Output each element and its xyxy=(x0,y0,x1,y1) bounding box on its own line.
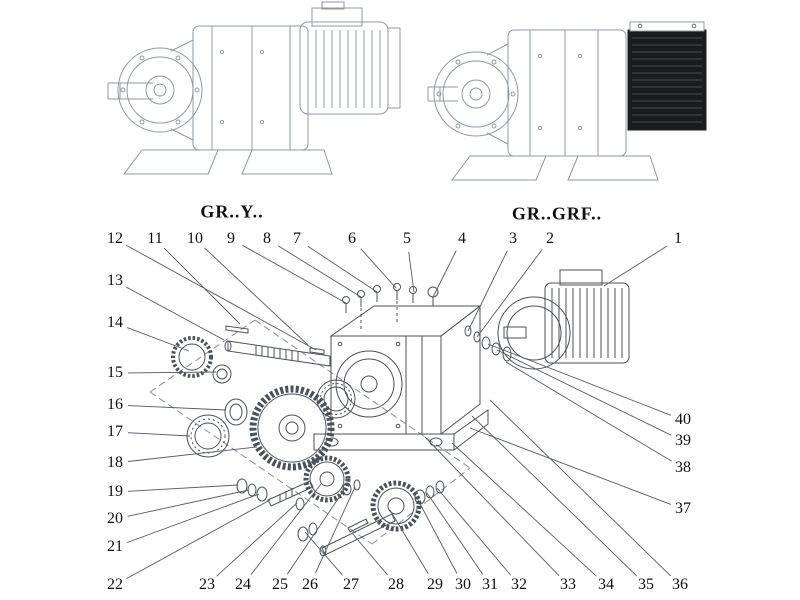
leader-line-32 xyxy=(436,487,511,576)
leader-line-14 xyxy=(127,327,190,352)
callout-3: 3 xyxy=(509,230,517,247)
leader-line-12 xyxy=(126,244,317,351)
callout-4: 4 xyxy=(458,230,466,247)
callout-6: 6 xyxy=(348,230,356,247)
callout-27: 27 xyxy=(343,576,359,593)
callout-37: 37 xyxy=(675,500,691,517)
leader-line-5 xyxy=(408,251,415,293)
leader-line-39 xyxy=(496,349,672,436)
callout-5: 5 xyxy=(403,230,411,247)
callout-21: 21 xyxy=(107,538,123,555)
output-shaft-assembly xyxy=(297,480,445,557)
leader-line-3 xyxy=(467,250,508,332)
leader-line-19 xyxy=(127,484,239,492)
leader-line-6 xyxy=(360,248,397,289)
mounting-base xyxy=(313,409,489,451)
leader-line-36 xyxy=(489,399,672,577)
leader-line-9 xyxy=(242,244,347,304)
leader-line-28 xyxy=(351,532,388,576)
callout-9: 9 xyxy=(227,230,235,247)
callout-20: 20 xyxy=(107,510,123,527)
callout-13: 13 xyxy=(107,272,123,289)
leader-line-30 xyxy=(416,497,458,574)
leader-line-23 xyxy=(216,502,298,577)
callout-39: 39 xyxy=(675,432,691,449)
leader-line-13 xyxy=(126,286,225,341)
leader-line-29 xyxy=(389,509,429,575)
callout-15: 15 xyxy=(107,364,123,381)
gearmotor-left-drawing xyxy=(107,1,401,175)
callout-32: 32 xyxy=(511,576,527,593)
callout-28: 28 xyxy=(388,576,404,593)
callout-30: 30 xyxy=(455,576,471,593)
callout-26: 26 xyxy=(302,576,318,593)
housing-top-bolts xyxy=(342,283,439,330)
electric-motor xyxy=(497,269,630,370)
leader-line-26 xyxy=(314,486,356,574)
leader-line-24 xyxy=(250,483,322,575)
dark-motor-block xyxy=(627,21,707,131)
callout-35: 35 xyxy=(638,576,654,593)
leader-line-15 xyxy=(127,371,217,374)
construction-lines xyxy=(149,319,471,545)
leader-line-18 xyxy=(127,446,258,462)
leader-line-25 xyxy=(286,489,345,575)
leader-line-8 xyxy=(277,245,362,298)
callout-2: 2 xyxy=(546,230,554,247)
leader-line-33 xyxy=(424,436,560,577)
callout-40: 40 xyxy=(675,411,691,428)
leader-line-34 xyxy=(451,442,597,577)
callout-16: 16 xyxy=(107,396,123,413)
callout-25: 25 xyxy=(272,576,288,593)
leader-line-16 xyxy=(127,405,227,411)
callout-7: 7 xyxy=(293,230,301,247)
leader-line-20 xyxy=(127,489,250,517)
callout-22: 22 xyxy=(107,576,123,593)
callout-29: 29 xyxy=(427,576,443,593)
leader-line-7 xyxy=(307,245,378,293)
callout-24: 24 xyxy=(235,576,251,593)
callout-33: 33 xyxy=(560,576,576,593)
callout-38: 38 xyxy=(675,459,691,476)
callout-19: 19 xyxy=(107,483,123,500)
callout-12: 12 xyxy=(107,230,123,247)
leader-line-27 xyxy=(304,531,343,576)
input-shaft-assembly xyxy=(224,325,331,367)
intermediate-pinion-cluster xyxy=(236,455,361,511)
gearmotor-right-drawing xyxy=(427,21,707,181)
leader-line-10 xyxy=(204,247,309,346)
leader-line-1 xyxy=(603,245,668,287)
leader-line-2 xyxy=(476,249,543,338)
leader-line-40 xyxy=(487,343,672,416)
callout-34: 34 xyxy=(598,576,614,593)
coupling-parts xyxy=(464,325,512,362)
leader-lines xyxy=(126,244,673,580)
leader-line-22 xyxy=(126,499,271,580)
leader-line-11 xyxy=(163,247,241,325)
leader-line-35 xyxy=(471,415,638,577)
large-gear xyxy=(249,379,356,471)
callout-23: 23 xyxy=(199,576,215,593)
leader-line-37 xyxy=(469,427,671,505)
figure-label-right: GR..GRF.. xyxy=(511,203,603,224)
callout-10: 10 xyxy=(187,230,203,247)
leader-line-38 xyxy=(505,361,673,462)
callout-31: 31 xyxy=(482,576,498,593)
callout-14: 14 xyxy=(107,314,123,331)
callout-17: 17 xyxy=(107,423,123,440)
callout-1: 1 xyxy=(674,230,682,247)
figure-label-left: GR..Y.. xyxy=(200,201,264,222)
leader-line-4 xyxy=(432,250,457,298)
leader-line-17 xyxy=(127,432,191,437)
gearbox-housing xyxy=(329,304,482,435)
callout-36: 36 xyxy=(672,576,688,593)
seals-and-bearings xyxy=(171,336,248,458)
leader-line-31 xyxy=(426,492,484,575)
callout-18: 18 xyxy=(107,454,123,471)
callout-8: 8 xyxy=(263,230,271,247)
leader-line-21 xyxy=(127,493,260,543)
callout-11: 11 xyxy=(147,230,163,247)
exploded-view-drawing xyxy=(149,269,630,557)
